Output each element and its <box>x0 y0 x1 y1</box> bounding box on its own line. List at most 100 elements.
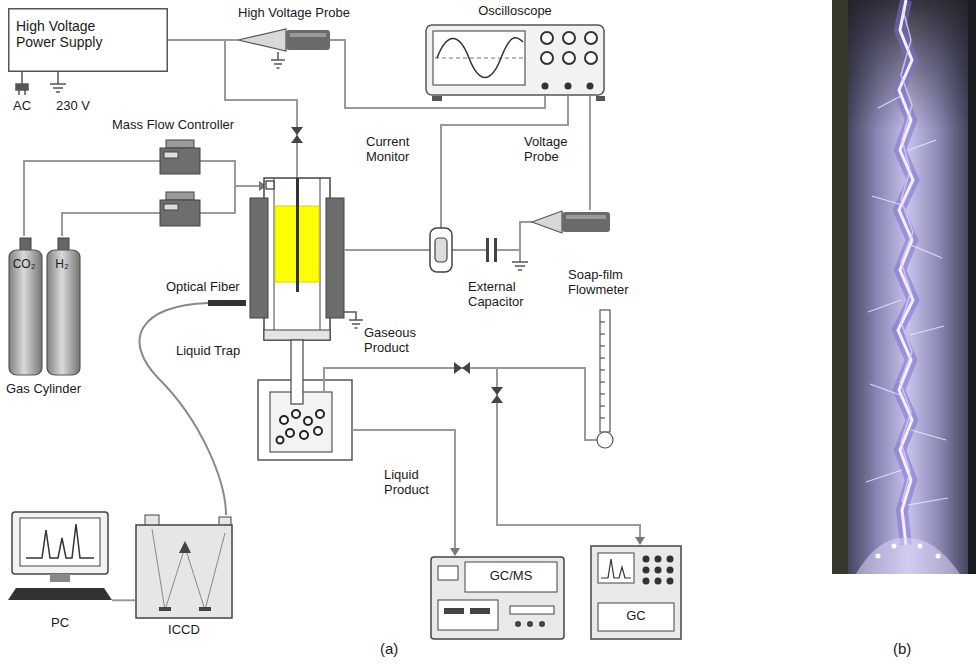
node-label: GC/MS <box>465 569 557 584</box>
gas-line <box>200 186 235 213</box>
computer: PC <box>8 512 112 612</box>
part-label: Optical Fiber <box>166 280 240 295</box>
hv-lead <box>225 40 297 178</box>
ground-symbol <box>512 262 528 270</box>
heading-label: PC <box>8 616 112 631</box>
plasma-photo <box>856 538 960 574</box>
cable-connector <box>112 599 135 601</box>
gas-line <box>62 213 160 236</box>
reactor <box>266 181 274 189</box>
heading-label: ICCD <box>135 623 233 638</box>
high-voltage-probe-outline <box>238 29 286 51</box>
gas-chromatograph-outline <box>598 553 634 583</box>
ground-symbol <box>518 269 522 271</box>
part-label: Liquid Trap <box>176 344 240 359</box>
voltage-probe-outline <box>532 210 610 234</box>
gas-chromatograph-outline <box>643 567 650 574</box>
gc-ms-instrument-outline <box>444 608 464 614</box>
plasma-photo <box>898 0 913 545</box>
ground-symbol <box>50 83 66 85</box>
gas-line <box>200 161 235 186</box>
valve-symbol <box>491 395 503 403</box>
gc-ms-instrument-outline <box>438 566 458 580</box>
gas-chromatograph-outline <box>598 603 674 631</box>
plug-symbol <box>16 72 28 95</box>
ground-symbol <box>344 312 363 328</box>
heading-label: Voltage Probe <box>524 135 576 165</box>
reactor <box>250 198 268 318</box>
gc-ms-instrument-outline <box>539 621 545 627</box>
cable-connector <box>589 96 591 210</box>
plug-symbol <box>21 72 23 84</box>
soap-film-flowmeter <box>600 405 605 406</box>
gas-chromatograph-outline <box>667 567 674 574</box>
scope-legs <box>432 96 605 101</box>
liquid-trap <box>304 417 312 425</box>
liquid-trap <box>258 380 352 460</box>
gc-ms-instrument: GC/MS <box>430 556 565 640</box>
high-voltage-probe: High Voltage Probe <box>238 28 330 52</box>
plasma-photo <box>832 0 848 574</box>
optical-fiber <box>140 303 226 515</box>
part-label: Mass Flow Controller <box>112 118 234 133</box>
gas-line <box>235 185 260 187</box>
oscilloscope-outline <box>585 32 597 44</box>
reactor <box>320 178 321 330</box>
ground-symbol <box>53 87 63 89</box>
oscilloscope-outline <box>541 32 553 44</box>
soap-film-flowmeter <box>600 393 605 394</box>
oscilloscope-outline <box>587 83 594 90</box>
ground-symbol <box>355 327 358 329</box>
gas-chromatograph-outline <box>643 556 650 563</box>
node-label: High Voltage Power Supply <box>16 18 116 50</box>
heading-label: Current Monitor <box>366 135 418 165</box>
mass-flow-controller <box>160 148 200 174</box>
valve-symbol <box>291 135 303 143</box>
valve-symbol <box>491 387 503 395</box>
gc-ms-instrument-outline <box>465 562 557 592</box>
product-line <box>324 368 640 549</box>
oscilloscope-outline <box>426 25 604 95</box>
supply-label: AC <box>13 99 31 114</box>
iccd-spectrometer-outline <box>199 607 211 611</box>
gas-chromatograph-outline <box>667 578 674 585</box>
plasma-photo <box>908 498 948 505</box>
product-line <box>497 368 640 538</box>
plasma-photo <box>900 10 913 502</box>
plasma-photo <box>892 544 897 549</box>
iccd-spectrometer-outline <box>159 607 171 611</box>
voltage-probe-outline <box>532 211 562 233</box>
plasma-photo <box>909 140 936 150</box>
ground-symbol <box>271 52 285 68</box>
reactor <box>250 178 344 340</box>
soap-film-flowmeter <box>597 432 613 448</box>
plasma-photo <box>870 384 900 395</box>
capacitor-symbol <box>486 238 497 262</box>
soap-film-flowmeter <box>600 333 605 334</box>
ground-symbol <box>277 67 280 69</box>
ground-symbol <box>512 261 528 263</box>
gc-ms-instrument-outline <box>431 557 564 639</box>
current-monitor-outline <box>435 238 447 262</box>
gas-chromatograph-outline <box>590 545 682 640</box>
computer-outline <box>20 518 100 566</box>
capacitor-symbol <box>494 238 497 262</box>
cable-connector <box>168 39 238 41</box>
gas-chromatograph-outline <box>655 578 662 585</box>
computer-outline <box>8 512 112 612</box>
product-line <box>352 430 455 549</box>
gas-cylinder-outline <box>8 236 43 376</box>
gas-chromatograph: GC <box>590 545 682 640</box>
gas-chromatograph-outline <box>667 556 674 563</box>
plasma-photo <box>848 0 968 574</box>
reactor <box>326 198 344 318</box>
plug-symbol <box>24 90 26 95</box>
ground-symbol <box>352 323 360 325</box>
gc-ms-instrument-outline <box>438 600 498 630</box>
plasma-photo <box>910 326 944 335</box>
gas-chromatograph-outline <box>601 559 631 578</box>
plug-symbol <box>16 84 28 90</box>
oscilloscope: Oscilloscope <box>425 24 605 96</box>
liquid-trap <box>286 429 294 437</box>
